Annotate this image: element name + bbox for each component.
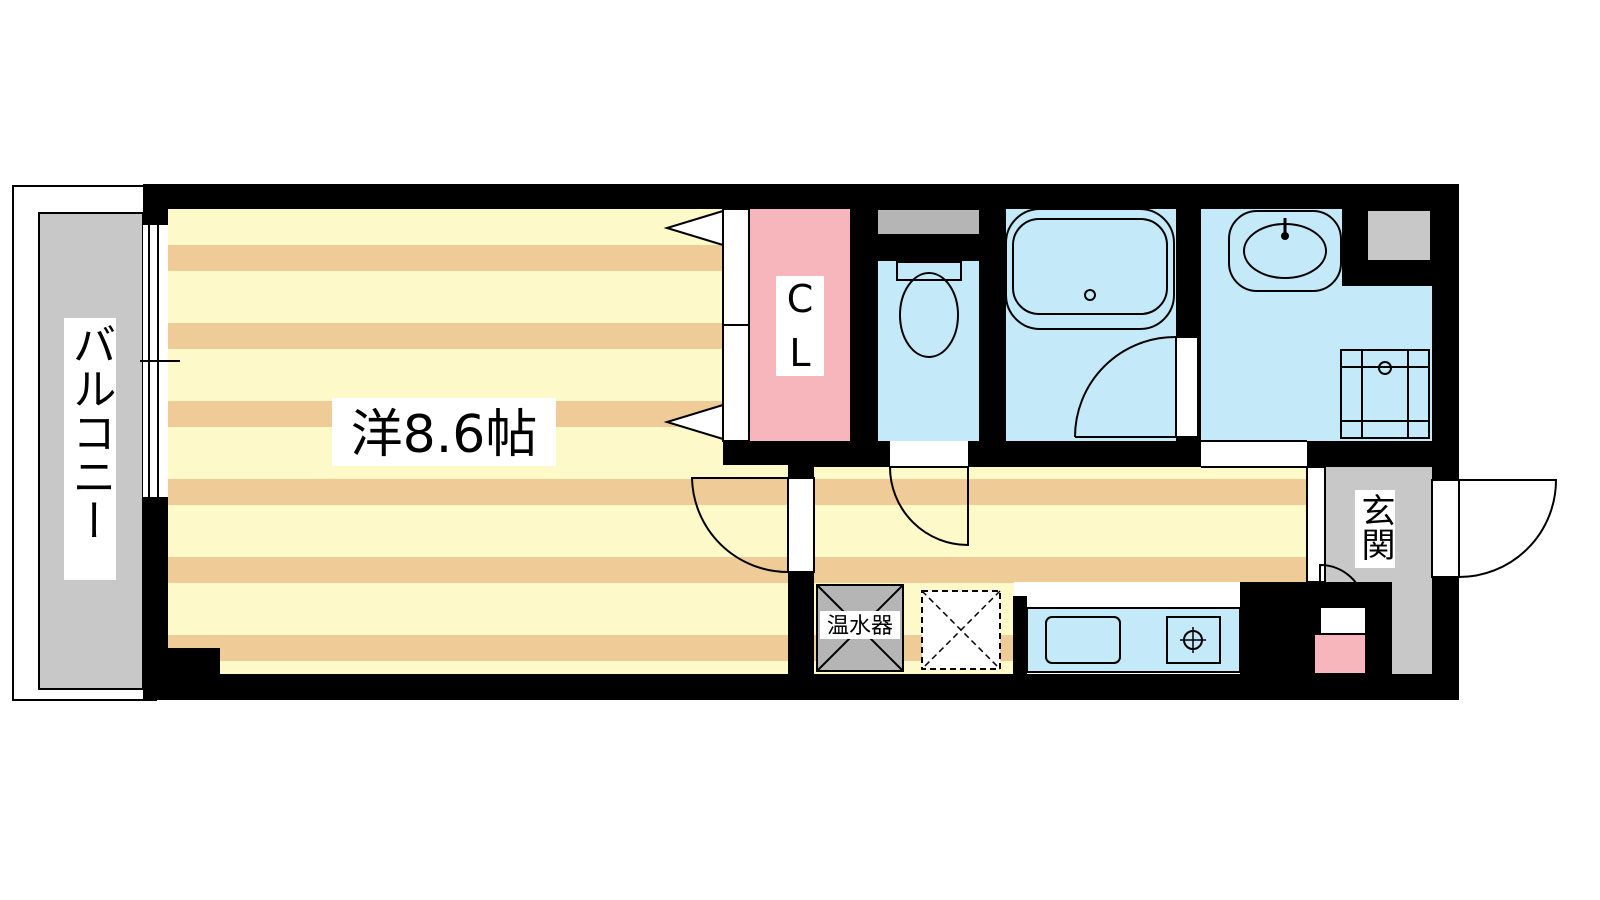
fridge-space: [921, 590, 1001, 670]
closet-label-c: C: [787, 277, 814, 321]
bathtub: [1012, 218, 1168, 315]
front-door: [1431, 479, 1558, 578]
entrance: 玄関: [1240, 466, 1432, 675]
wall-notch: [168, 648, 220, 674]
water-heater-label: 温水器: [827, 614, 893, 639]
room-door: [690, 477, 815, 573]
balcony-label: バルコニー: [65, 322, 116, 542]
toilet-floor: [878, 261, 979, 441]
bathroom-door-swing: [1074, 336, 1176, 438]
washing-machine: [1340, 349, 1430, 439]
toilet-room: [878, 210, 979, 441]
closet-label-l: L: [789, 331, 810, 375]
kitchen-sink: [1045, 616, 1121, 664]
western-room-lower: [168, 465, 788, 674]
entrance-label: 玄関: [1355, 493, 1395, 561]
stove: [1166, 616, 1221, 664]
bathroom: [1005, 208, 1199, 441]
balcony-window: [140, 225, 180, 497]
bathroom-floor: [1006, 209, 1176, 441]
corridor-floor: [814, 467, 1307, 582]
toilet-bowl: [899, 272, 959, 358]
balcony: バルコニー: [12, 185, 157, 701]
toilet-door: [889, 441, 978, 547]
shoebox: [1313, 633, 1367, 675]
closet: C L: [663, 208, 850, 442]
water-heater: 温水器: [816, 584, 904, 672]
kitchen-counter: [1013, 596, 1241, 674]
western-room-label: 洋8.6帖: [351, 405, 538, 465]
washroom: [1201, 209, 1432, 441]
